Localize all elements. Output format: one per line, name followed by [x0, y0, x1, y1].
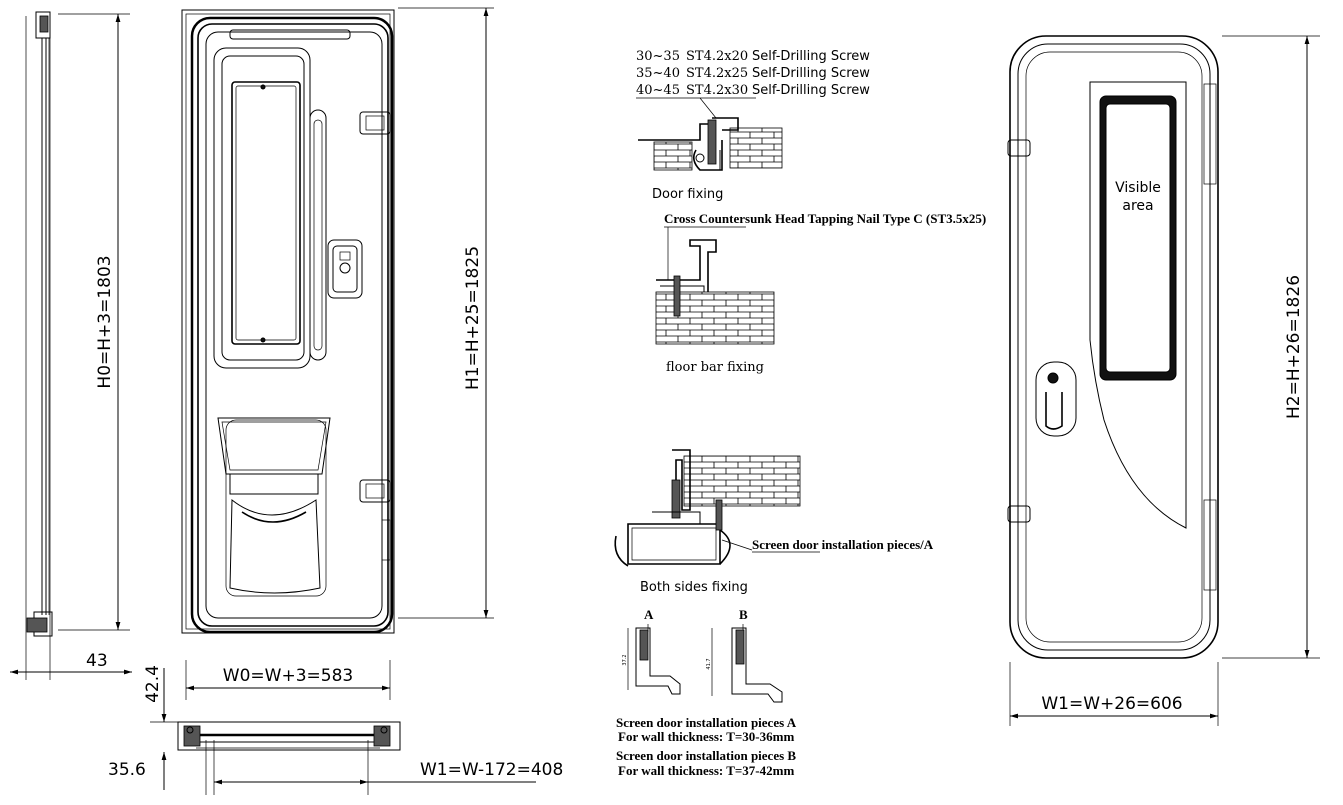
visible-area-line1: Visible [1115, 180, 1161, 196]
piece-a: A 37.2 [622, 607, 681, 695]
pieces-notes: Screen door installation pieces A For wa… [616, 715, 797, 778]
dim-35-label: 35.6 [108, 760, 146, 780]
floor-bar-detail: Cross Countersunk Head Tapping Nail Type… [655, 211, 986, 375]
dim-42-label: 42.4 [143, 665, 163, 703]
note-b-title: Screen door installation pieces B [616, 748, 796, 763]
h2-dimension: H2=H+26=1826 [1222, 35, 1320, 659]
h1-label: H1=H+25=1825 [463, 246, 483, 390]
screw-row-2-spec: ST4.2x25 [686, 66, 748, 81]
screw-row-3-range: 40~45 [636, 83, 680, 98]
piece-a-size: 37.2 [622, 654, 628, 665]
door-outside-view: Visible area [1007, 35, 1219, 659]
both-sides-detail: Screen door installation pieces/A Both s… [614, 449, 934, 595]
side-profile-view [10, 11, 132, 680]
screw-row-1-range: 30~35 [636, 49, 680, 64]
visible-area-line2: area [1122, 198, 1153, 214]
screw-row-1-type: Self-Drilling Screw [752, 49, 870, 64]
floor-bar-label: floor bar fixing [666, 360, 764, 375]
both-sides-label: Both sides fixing [640, 580, 748, 595]
piece-b-size: 41.7 [706, 658, 712, 669]
screw-table: 30~35 ST4.2x20 Self-Drilling Screw 35~40… [636, 49, 870, 119]
screw-row-1-spec: ST4.2x20 [686, 49, 748, 64]
note-a-thickness: For wall thickness: T=30-36mm [618, 729, 794, 744]
h1-dimension: H1=H+25=1825 [398, 7, 494, 619]
w1-inner-label: W1=W-172=408 [420, 760, 563, 780]
screw-row-3-type: Self-Drilling Screw [752, 83, 870, 98]
door-fixing-detail: Door fixing [638, 117, 783, 202]
h0-label: H0=H+3=1803 [95, 255, 115, 388]
w0-label: W0=W+3=583 [223, 666, 353, 686]
note-b-thickness: For wall thickness: T=37-42mm [618, 763, 794, 778]
screw-row-3-spec: ST4.2x30 [686, 83, 748, 98]
dim-43-label: 43 [86, 651, 108, 671]
h0-dimension: H0=H+3=1803 [58, 13, 130, 631]
piece-b: B 41.7 [706, 607, 783, 703]
screw-row-2-range: 35~40 [636, 66, 680, 81]
nail-label: Cross Countersunk Head Tapping Nail Type… [664, 211, 986, 226]
piece-b-label: B [739, 607, 748, 622]
w1-outer-dimension: W1=W+26=606 [1009, 662, 1219, 726]
screen-door-label: Screen door installation pieces/A [752, 537, 934, 552]
w1-outer-label: W1=W+26=606 [1041, 694, 1182, 714]
screw-row-2-type: Self-Drilling Screw [752, 66, 870, 81]
note-a-title: Screen door installation pieces A [616, 715, 797, 730]
bottom-section-view: W0=W+3=583 42.4 35.6 W1=W-172=408 [108, 660, 563, 795]
door-fixing-label: Door fixing [652, 187, 723, 202]
h2-label: H2=H+26=1826 [1284, 275, 1304, 419]
piece-a-label: A [644, 607, 654, 622]
door-inside-view [181, 9, 395, 634]
